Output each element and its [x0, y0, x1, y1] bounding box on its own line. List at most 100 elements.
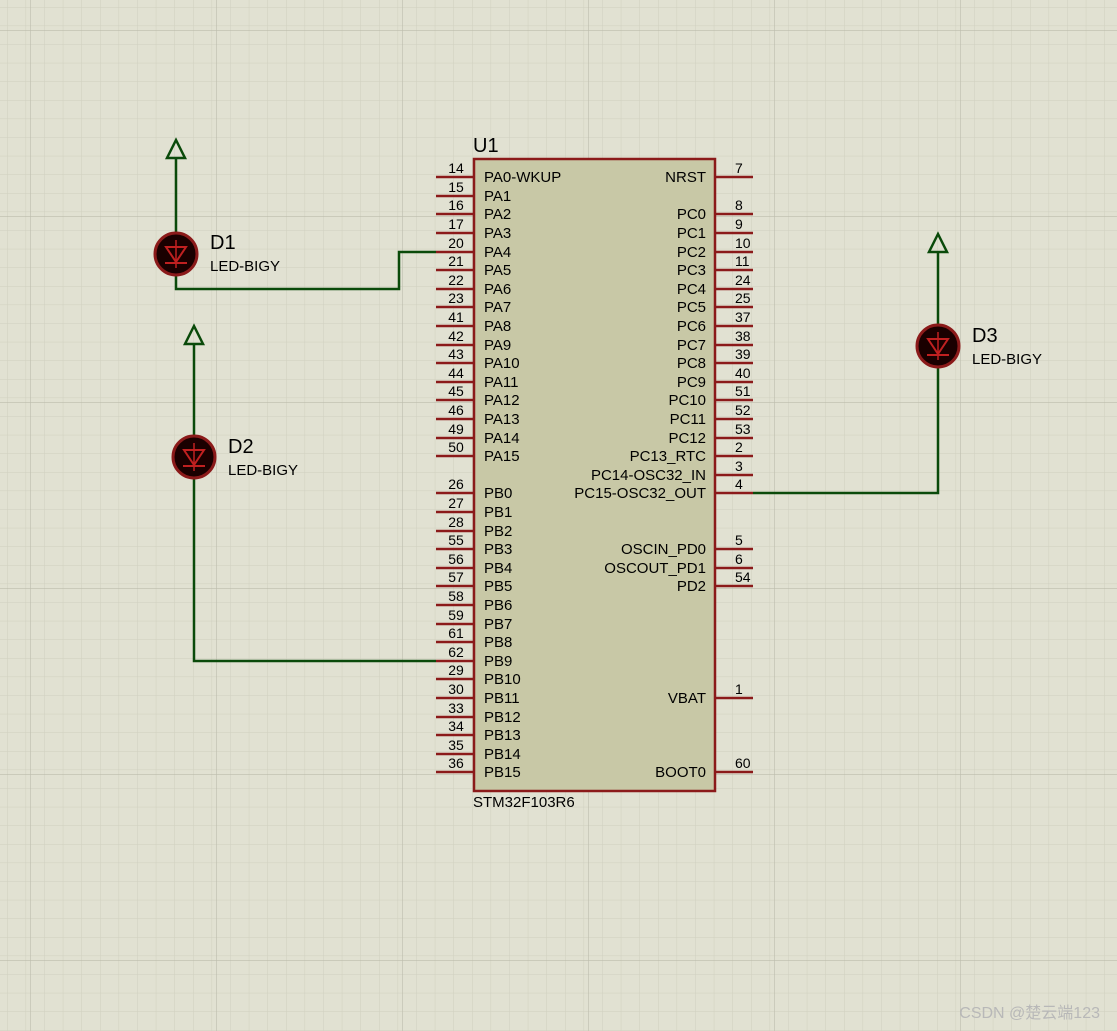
wire-d3-to-pc15[interactable] [753, 365, 940, 495]
pin-name: NRST [665, 169, 706, 186]
pin-name: PB9 [484, 653, 512, 670]
pin-number: 46 [448, 402, 464, 418]
pin-number: 56 [448, 551, 464, 567]
power-arrow-icon [926, 231, 950, 254]
pin-number: 20 [448, 235, 464, 251]
wires [174, 250, 940, 663]
pin-name: PA3 [484, 225, 511, 242]
pin-number: 3 [735, 458, 743, 474]
pin-name: PA8 [484, 318, 511, 335]
mcu-part-name: STM32F103R6 [473, 794, 575, 811]
pin-number: 33 [448, 700, 464, 716]
pin-name: PC11 [670, 411, 706, 428]
led-reference: D2 [228, 436, 254, 458]
watermark-text: CSDN @楚云端123 [959, 1004, 1100, 1022]
pin-number: 7 [735, 160, 743, 176]
pin-name: PB2 [484, 523, 512, 540]
pin-number: 42 [448, 328, 464, 344]
pin-number: 5 [735, 532, 743, 548]
pin-name: PB12 [484, 709, 521, 726]
pin-number: 44 [448, 365, 464, 381]
power-arrow-icon [182, 323, 206, 346]
wire-d2-to-pb9[interactable] [192, 476, 436, 663]
pin-name: PB11 [484, 690, 520, 707]
wire-d1-to-pa4[interactable] [174, 250, 436, 291]
led-reference: D3 [972, 325, 998, 347]
pin-number: 9 [735, 216, 743, 232]
pin-name: OSCIN_PD0 [621, 541, 706, 558]
pin-name: PD2 [677, 578, 706, 595]
pin-name: PA7 [484, 299, 511, 316]
pin-number: 16 [448, 197, 464, 213]
pin-number: 24 [735, 272, 751, 288]
pin-name: PA10 [484, 355, 520, 372]
pin-number: 57 [448, 569, 464, 585]
pin-number: 37 [735, 309, 751, 325]
pin-number: 34 [448, 718, 464, 734]
pin-name: PB10 [484, 671, 521, 688]
pin-name: PA11 [484, 374, 518, 391]
mcu-component[interactable]: U1 STM32F103R6 14PA0-WKUP15PA116PA217PA3… [436, 135, 753, 811]
pin-number: 59 [448, 607, 464, 623]
pin-number: 22 [448, 272, 464, 288]
